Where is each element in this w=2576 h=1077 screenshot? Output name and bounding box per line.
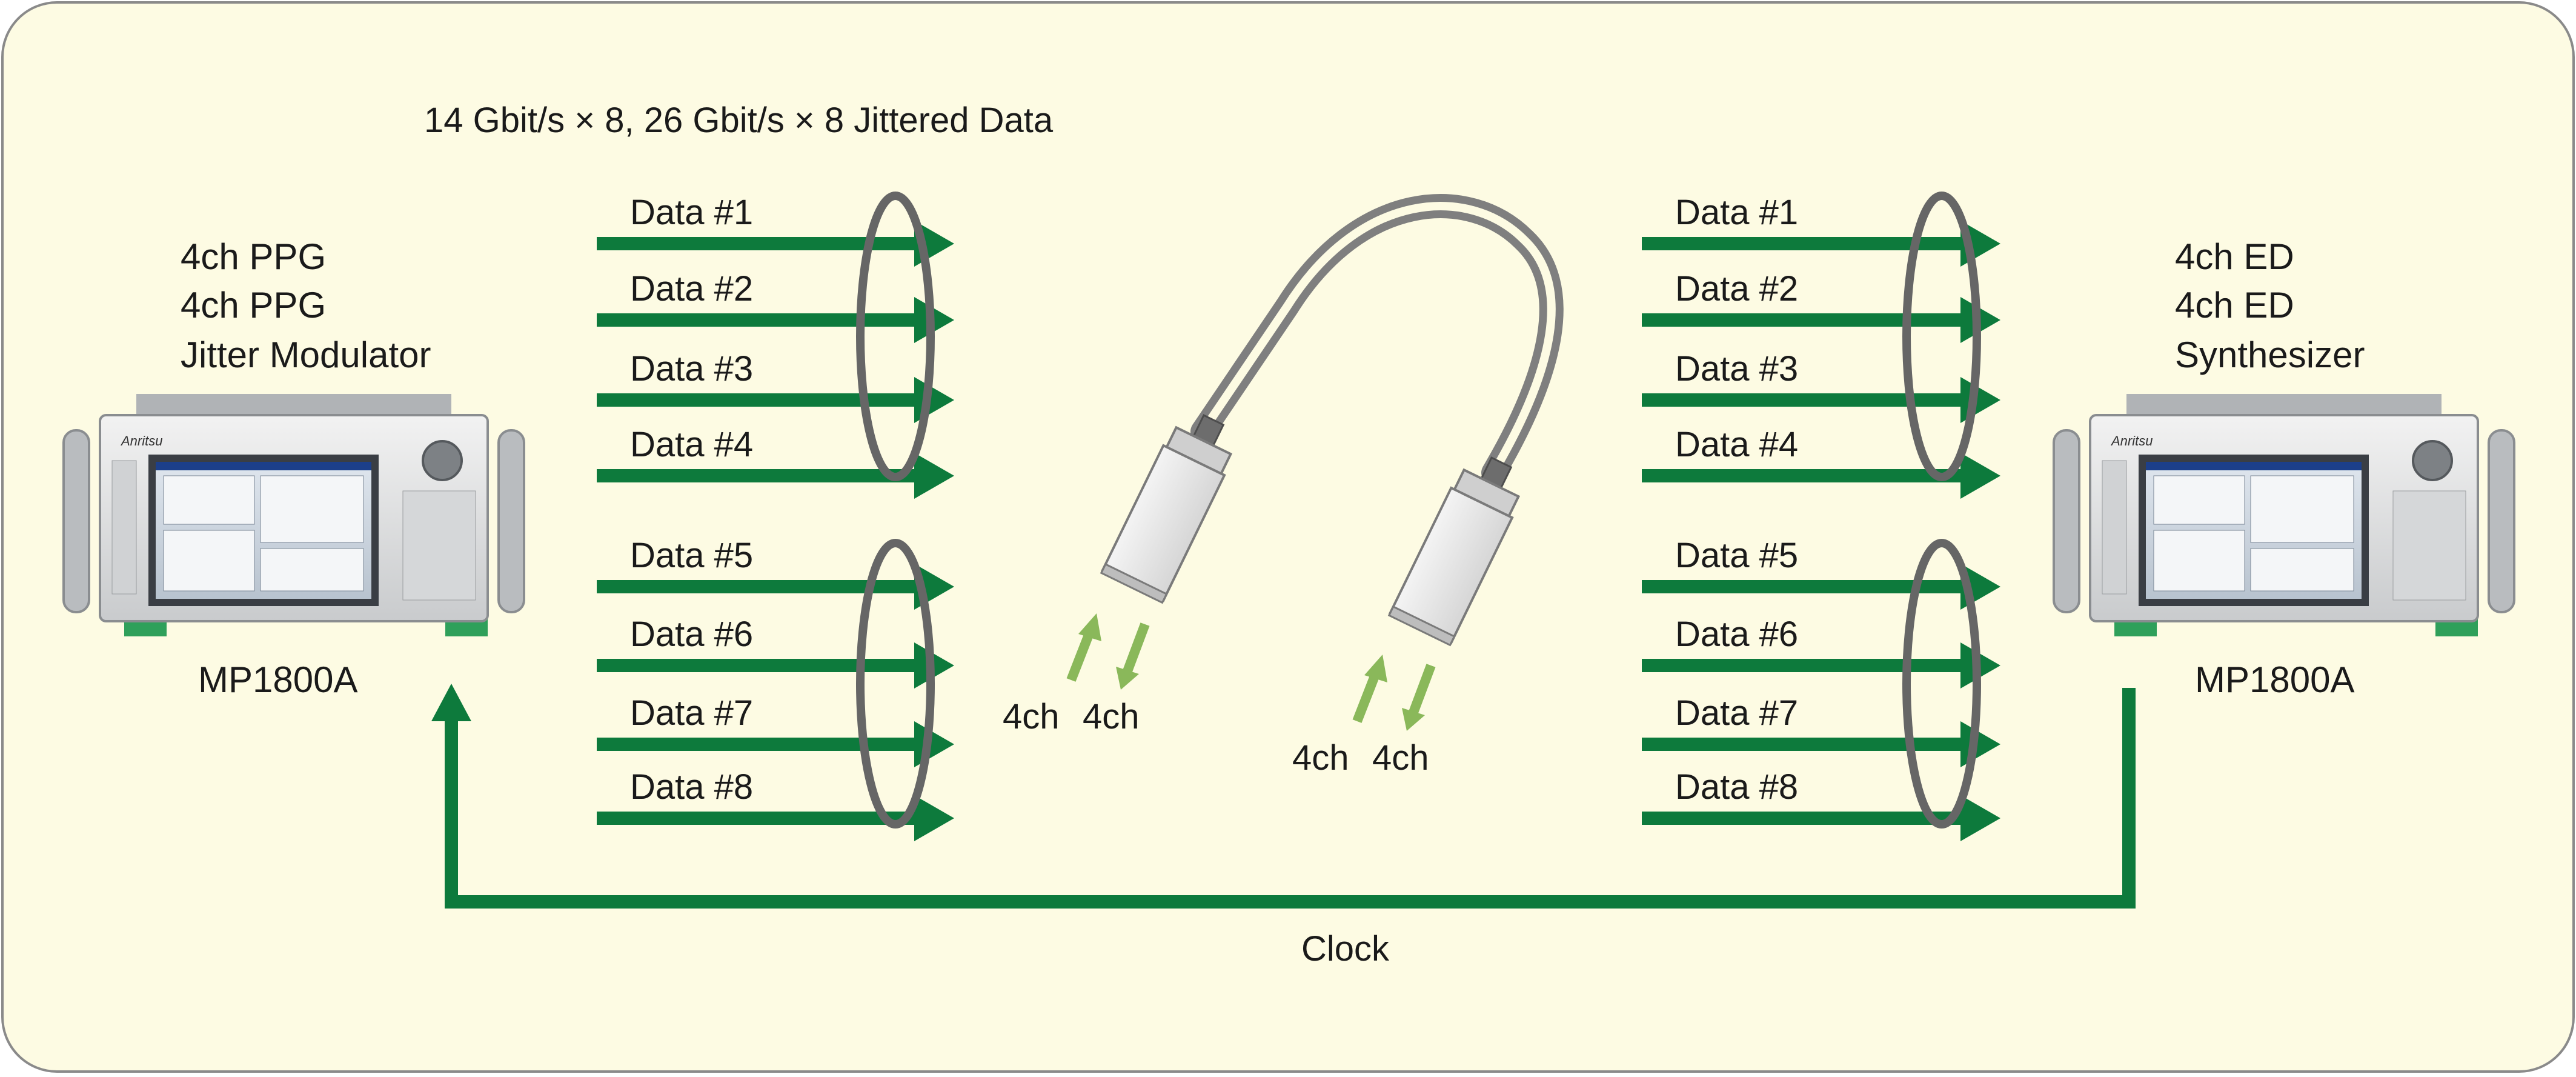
left-connector-tx-label: 4ch [1003,697,1060,736]
right-data-label-3: Data #3 [1675,349,1798,388]
clock-label: Clock [1301,929,1390,969]
left-instrument-screen-titlebar [156,462,371,470]
left-module-1: 4ch PPG [181,236,326,277]
left-data-arrowhead-8 [914,795,954,841]
right-data-label-5: Data #5 [1675,536,1798,575]
right-model-label: MP1800A [2195,659,2355,700]
left-connector-down-arrow-shaft [1122,622,1150,675]
left-instrument-screen-panel-d [260,548,364,592]
right-instrument: Anritsu [2053,394,2515,636]
right-instrument-screen-titlebar [2146,462,2362,470]
right-instrument-screen-panel-a [2153,475,2245,525]
cable [1100,194,1564,647]
left-instrument-keypad [402,490,476,601]
left-connector-up-arrow-head [1078,613,1101,641]
right-ellipse-upper [1902,192,1981,481]
left-data-label-6: Data #6 [630,615,753,654]
clock-line [445,688,2136,909]
left-data-label-3: Data #3 [630,349,753,388]
left-data-label-8: Data #8 [630,767,753,807]
right-instrument-screen-panel-d [2250,548,2354,592]
left-data-label-4: Data #4 [630,425,753,464]
right-data-label-7: Data #7 [1675,693,1798,733]
right-data-label-6: Data #6 [1675,615,1798,654]
right-data-arrowhead-4 [1960,453,2000,499]
right-connector-rx-label: 4ch [1372,738,1429,778]
right-instrument-screen-panel-b [2250,475,2354,543]
right-connector-tx-label: 4ch [1292,738,1349,778]
right-instrument-knob [2412,440,2453,481]
left-data-label-2: Data #2 [630,269,753,308]
right-ellipse-lower [1902,539,1981,829]
left-ellipse-lower [856,539,935,829]
right-module-3: Synthesizer [2175,335,2365,375]
right-instrument-brand: Anritsu [2110,433,2153,448]
right-module-1: 4ch ED [2175,236,2294,277]
right-module-2: 4ch ED [2175,285,2294,325]
left-instrument: Anritsu [62,394,525,636]
right-instrument-screen-panel-c [2153,530,2245,592]
right-instrument-handle-right [2488,429,2515,613]
left-data-label-7: Data #7 [630,693,753,733]
left-instrument-knob [422,440,463,481]
right-connector-arrows [1352,655,1436,731]
left-instrument-screen-panel-b [260,475,364,543]
right-channel-group: Data #1 Data #2 Data #3 Data #4 Data #5 Data … [1642,193,2000,841]
right-instrument-handle-left [2053,429,2080,613]
right-instrument-side-ports [2102,460,2127,595]
left-instrument-brand: Anritsu [120,433,162,448]
left-connector-arrows [1066,613,1150,690]
right-connector-down-arrow-shaft [1408,664,1436,716]
left-connector [1100,414,1233,604]
right-data-label-4: Data #4 [1675,425,1798,464]
left-instrument-screen-panel-c [163,530,255,592]
right-data-label-2: Data #2 [1675,269,1798,308]
right-data-label-8: Data #8 [1675,767,1798,807]
left-instrument-side-ports [111,460,137,595]
left-instrument-handle-left [62,429,90,613]
left-instrument-screen-panel-a [163,475,255,525]
left-connector-tip [1100,562,1168,604]
right-connector [1387,456,1521,647]
clock-path [431,684,2136,909]
right-data-arrowhead-8 [1960,795,2000,841]
right-connector-up-arrow-head [1364,655,1387,682]
clock-arrowhead [431,684,471,721]
left-module-3: Jitter Modulator [181,335,431,375]
left-connector-rx-label: 4ch [1083,697,1140,736]
right-instrument-keypad [2392,490,2466,601]
left-connector-down-arrow-head [1116,667,1139,690]
left-instrument-handle-right [497,429,525,613]
data-rate-title: 14 Gbit/s × 8, 26 Gbit/s × 8 Jittered Da… [424,101,1054,140]
right-connector-down-arrow-head [1402,708,1425,731]
left-data-label-5: Data #5 [630,536,753,575]
left-connector-up-arrow-shaft [1066,629,1095,682]
left-module-2: 4ch PPG [181,285,326,325]
left-ellipse-upper [856,192,935,481]
cable-wire-inner [1198,202,1556,477]
right-connector-tip [1387,605,1456,647]
left-data-arrowhead-4 [914,453,954,499]
left-data-label-1: Data #1 [630,193,753,232]
right-connector-up-arrow-shaft [1352,670,1381,723]
left-model-label: MP1800A [198,659,358,700]
right-data-label-1: Data #1 [1675,193,1798,232]
